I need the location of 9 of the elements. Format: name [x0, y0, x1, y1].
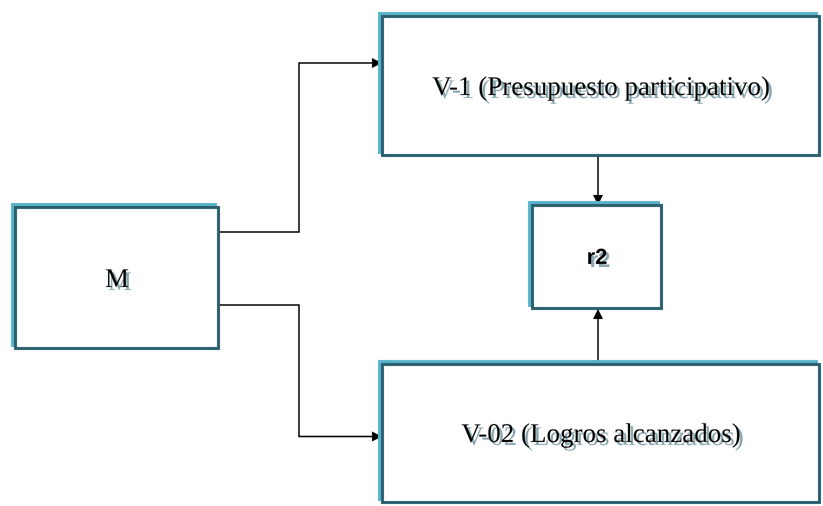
box-label: M [104, 262, 129, 294]
variable-box [381, 363, 821, 504]
sample-box [14, 206, 220, 350]
box-label: V-02 (Logros alcanzados) [461, 418, 741, 449]
arrow [593, 309, 603, 363]
correlation-box [531, 204, 663, 310]
variable-box [381, 15, 821, 157]
box-label: r2 [586, 244, 608, 270]
box-label: V-1 (Presupuesto participativo) [432, 70, 770, 102]
